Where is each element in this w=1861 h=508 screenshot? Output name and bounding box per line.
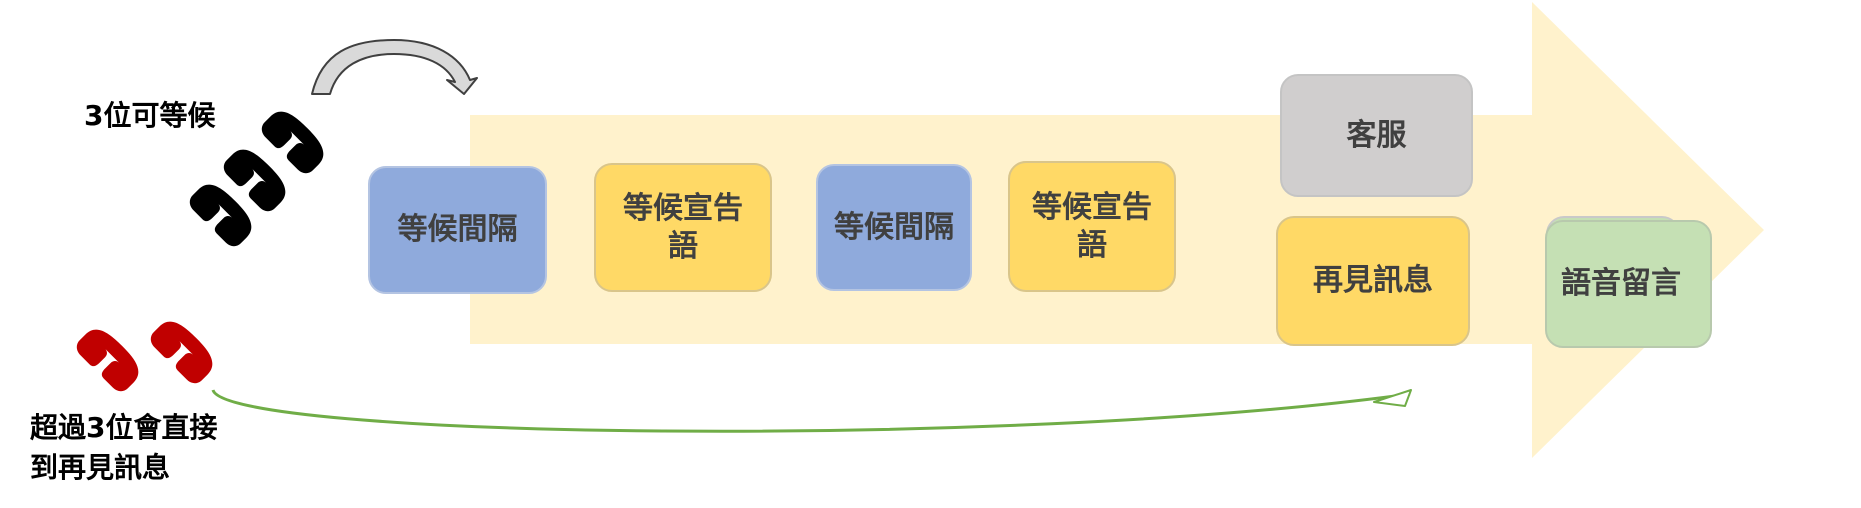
wait-announcement-step-2-label: 等候宣告 語 — [1032, 189, 1152, 265]
overflow-phone-icons — [72, 313, 221, 396]
phone-handset-icon — [72, 321, 147, 396]
overflow-label-line2: 到再見訊息 — [30, 451, 171, 484]
wait-interval-step-2-label: 等候間隔 — [834, 209, 954, 245]
wait-interval-step-1-label: 等候間隔 — [397, 212, 518, 247]
phone-handset-icon — [185, 176, 260, 251]
overflow-arrow — [211, 389, 1411, 433]
wait-interval-step-1: 等候間隔 — [368, 166, 547, 294]
wait-announcement-step-2-line1: 等候宣告 — [1032, 189, 1152, 225]
overflow-arrow-head — [1373, 389, 1412, 407]
customer-service-node: 客服 — [1280, 74, 1473, 197]
goodbye-message-node: 再見訊息 — [1276, 216, 1470, 346]
phone-handset-icon — [146, 313, 221, 388]
wait-interval-step-2: 等候間隔 — [816, 164, 972, 291]
wait-announcement-step-2-line2: 語 — [1077, 227, 1107, 263]
wait-announcement-step-1-line1: 等候宣告 — [623, 190, 743, 226]
queue-limit-label: 3位可等候 — [84, 99, 216, 132]
wait-announcement-step-1-label: 等候宣告 語 — [623, 190, 743, 266]
voicemail-node: 語音留言 — [1545, 220, 1712, 348]
wait-announcement-step-1-line2: 語 — [668, 228, 698, 264]
queue-loop-arrow — [311, 39, 478, 95]
customer-service-label: 客服 — [1346, 117, 1407, 153]
voicemail-label: 語音留言 — [1561, 266, 1681, 301]
goodbye-message-label: 再見訊息 — [1313, 263, 1433, 298]
wait-announcement-step-2: 等候宣告 語 — [1008, 161, 1176, 292]
overflow-label-line1: 超過3位會直接 — [30, 411, 218, 444]
wait-announcement-step-1: 等候宣告 語 — [594, 163, 772, 292]
